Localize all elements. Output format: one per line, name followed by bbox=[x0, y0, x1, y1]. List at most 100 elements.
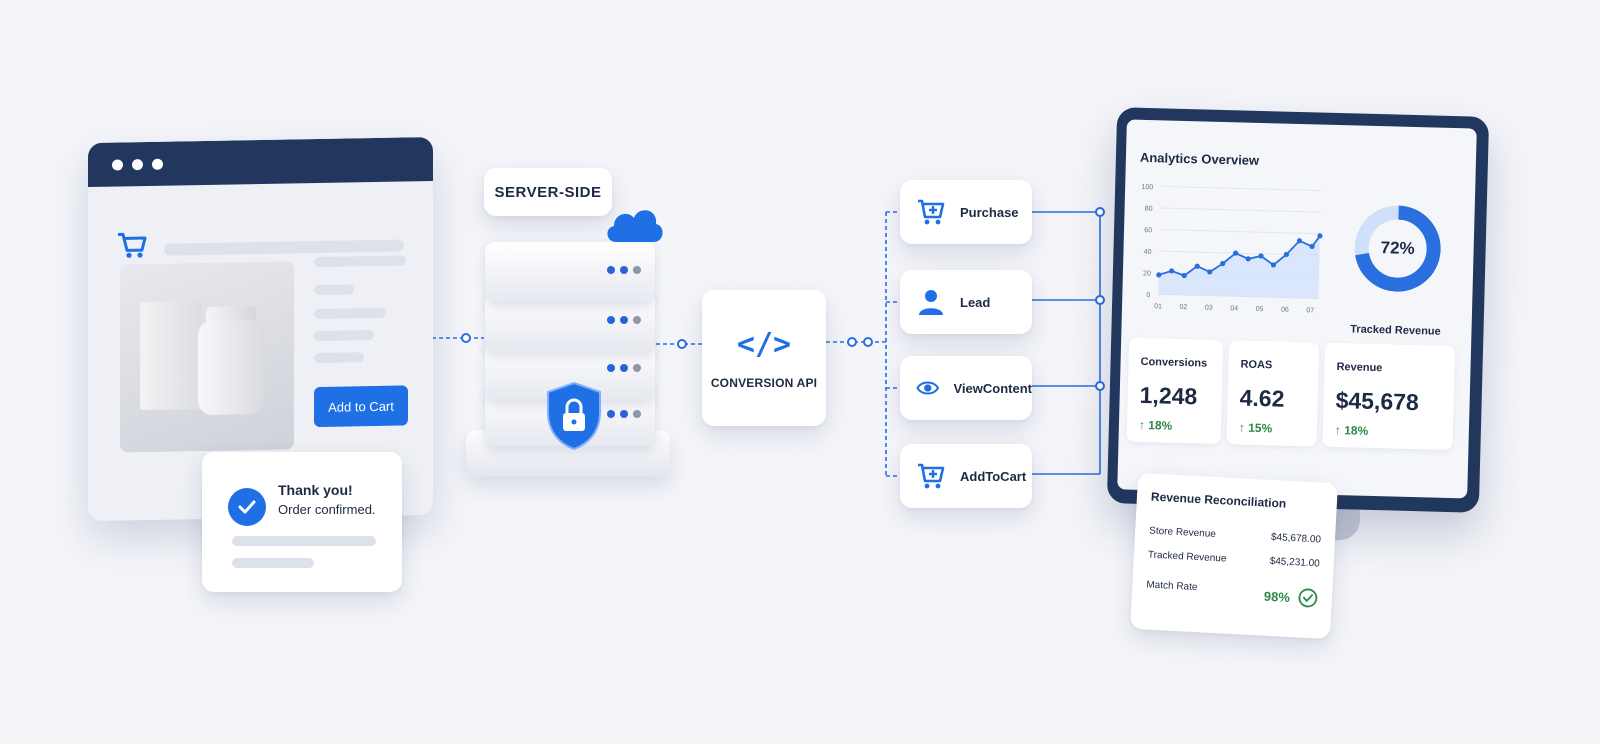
data-point bbox=[1309, 243, 1315, 250]
x-tick-label: 01 bbox=[1154, 303, 1162, 310]
metric-title: Revenue bbox=[1336, 361, 1383, 375]
tracked-revenue-donut bbox=[1354, 205, 1441, 292]
y-tick-label: 100 bbox=[1141, 184, 1153, 191]
reconciliation-row: Store Revenue $45,678.00 bbox=[1149, 526, 1321, 546]
browser-window: Add to Cart bbox=[88, 136, 433, 522]
analytics-title: Analytics Overview bbox=[1139, 149, 1260, 168]
row-value: $45,231.00 bbox=[1269, 555, 1320, 570]
cart-plus-icon bbox=[918, 199, 945, 225]
y-tick-label: 40 bbox=[1144, 249, 1152, 256]
data-point bbox=[1233, 250, 1239, 256]
row-label: Match Rate bbox=[1146, 579, 1198, 594]
y-tick-label: 0 bbox=[1146, 292, 1150, 299]
data-point bbox=[1207, 269, 1213, 275]
window-dot bbox=[112, 158, 123, 171]
metric-title: ROAS bbox=[1240, 358, 1273, 372]
placeholder-line bbox=[314, 255, 406, 268]
y-tick-label: 60 bbox=[1144, 227, 1152, 234]
server-side-label: SERVER-SIDE bbox=[484, 168, 612, 216]
metric-change: ↑ 15% bbox=[1238, 420, 1273, 436]
grid-line bbox=[1160, 207, 1321, 213]
event-label: ViewContent bbox=[953, 380, 1033, 396]
check-icon bbox=[228, 488, 266, 526]
data-point bbox=[1296, 238, 1303, 244]
event-label: Purchase bbox=[960, 204, 1019, 220]
placeholder-line bbox=[314, 330, 374, 342]
event-label: Lead bbox=[960, 294, 991, 310]
metric-card-revenue: Revenue $45,678 ↑ 18% bbox=[1322, 342, 1456, 451]
shield-lock-icon bbox=[547, 381, 601, 451]
donut-label: Tracked Revenue bbox=[1350, 323, 1441, 338]
data-point bbox=[1258, 253, 1264, 259]
placeholder-line bbox=[232, 536, 376, 546]
reconciliation-row: Match Rate 98% bbox=[1146, 579, 1319, 608]
window-dot bbox=[132, 158, 143, 170]
placeholder-line bbox=[314, 352, 364, 364]
data-point bbox=[1220, 261, 1226, 267]
event-card-purchase: Purchase bbox=[900, 180, 1032, 244]
match-rate-value: 98% bbox=[1263, 588, 1291, 605]
user-icon bbox=[919, 290, 943, 315]
event-card-lead: Lead bbox=[900, 270, 1032, 334]
data-point bbox=[1270, 262, 1277, 268]
metric-title: Conversions bbox=[1140, 355, 1208, 370]
x-tick-label: 05 bbox=[1256, 306, 1264, 313]
y-tick-label: 80 bbox=[1145, 206, 1153, 213]
metric-value: $45,678 bbox=[1335, 387, 1420, 416]
data-point bbox=[1169, 268, 1175, 274]
metric-card-conversions: Conversions 1,248 ↑ 18% bbox=[1126, 337, 1224, 445]
placeholder-line bbox=[232, 558, 314, 568]
code-icon: </> bbox=[736, 326, 792, 362]
series-line bbox=[1158, 235, 1321, 277]
donut-value: 72% bbox=[1380, 238, 1415, 259]
cloud-icon bbox=[607, 210, 663, 242]
row-label: Store Revenue bbox=[1148, 525, 1217, 541]
check-circle-icon bbox=[1298, 588, 1318, 608]
x-tick-label: 03 bbox=[1205, 305, 1213, 312]
row-value: $45,678.00 bbox=[1270, 531, 1322, 546]
donut-segment bbox=[1354, 205, 1441, 292]
x-tick-label: 04 bbox=[1230, 305, 1238, 312]
thanks-subtitle: Order confirmed. bbox=[278, 502, 376, 517]
data-point bbox=[1194, 263, 1200, 269]
thanks-title: Thank you! bbox=[278, 482, 353, 498]
eye-icon bbox=[916, 381, 940, 395]
product-box bbox=[140, 301, 202, 411]
conversion-api-card: </> CONVERSION API bbox=[702, 290, 826, 426]
cart-plus-icon bbox=[918, 463, 945, 489]
product-jar bbox=[198, 319, 264, 416]
conversion-api-label: CONVERSION API bbox=[710, 375, 818, 390]
revenue-reconciliation-card: Revenue Reconciliation Store Revenue $45… bbox=[1130, 472, 1338, 640]
data-point bbox=[1317, 233, 1323, 239]
server-unit bbox=[485, 292, 655, 352]
browser-titlebar bbox=[88, 136, 433, 188]
x-tick-label: 06 bbox=[1281, 307, 1289, 314]
x-tick-label: 07 bbox=[1306, 307, 1314, 314]
cart-icon bbox=[118, 232, 147, 258]
metric-card-roas: ROAS 4.62 ↑ 15% bbox=[1226, 340, 1320, 447]
data-point bbox=[1181, 272, 1187, 279]
area-fill bbox=[1158, 235, 1320, 299]
row-label: Tracked Revenue bbox=[1147, 549, 1227, 565]
metric-value: 1,248 bbox=[1139, 381, 1198, 410]
product-image bbox=[120, 261, 294, 453]
event-card-addtocart: AddToCart bbox=[900, 444, 1032, 508]
window-dot bbox=[152, 158, 163, 170]
analytics-line-chart: 0 20 40 60 80 100 01 02 03 04 05 06 07 bbox=[1141, 184, 1323, 314]
metric-change: ↑ 18% bbox=[1334, 423, 1369, 438]
add-to-cart-button[interactable]: Add to Cart bbox=[314, 385, 408, 428]
event-label: AddToCart bbox=[960, 468, 1027, 484]
placeholder-line bbox=[314, 307, 386, 320]
server-unit bbox=[485, 242, 655, 302]
y-tick-label: 20 bbox=[1143, 270, 1151, 277]
metric-change: ↑ 18% bbox=[1138, 417, 1173, 433]
x-tick-label: 02 bbox=[1179, 304, 1187, 311]
data-point bbox=[1156, 272, 1162, 278]
placeholder-line bbox=[164, 239, 404, 256]
data-point bbox=[1283, 251, 1290, 258]
data-point bbox=[1245, 256, 1251, 262]
metric-value: 4.62 bbox=[1239, 384, 1285, 412]
grid-line bbox=[1160, 229, 1321, 235]
grid-line bbox=[1161, 185, 1322, 192]
